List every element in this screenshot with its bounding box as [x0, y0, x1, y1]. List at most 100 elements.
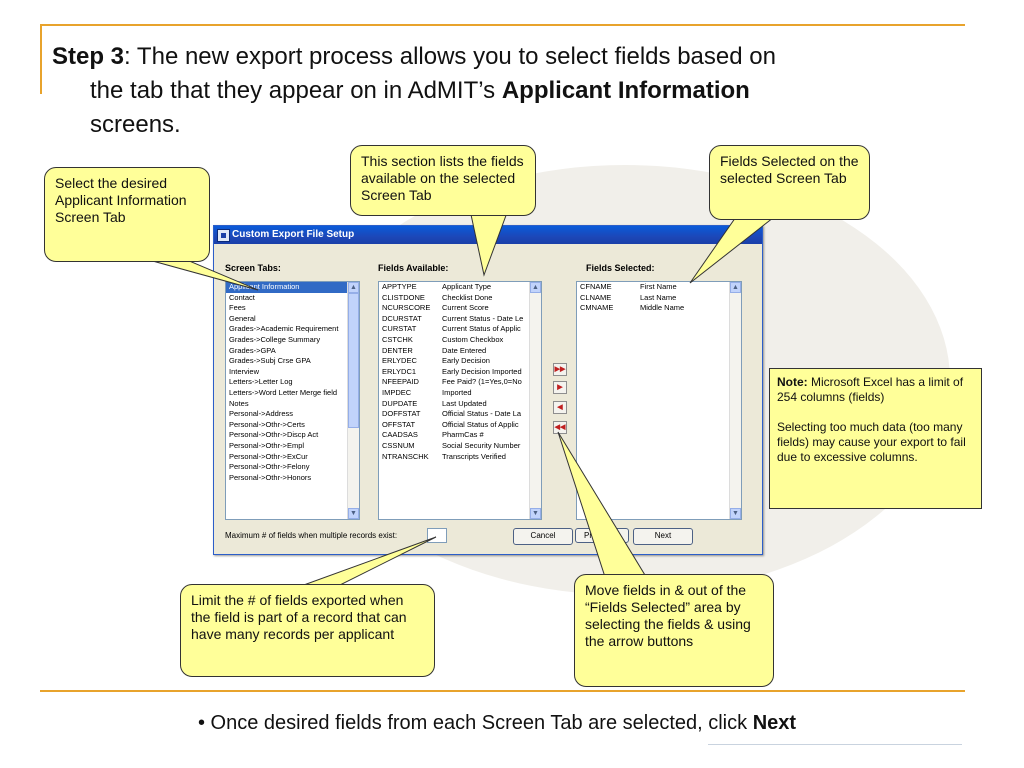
heading-line2: the tab that they appear on in AdMIT’s [90, 77, 502, 104]
list-item[interactable]: CMNAME Middle Name [577, 303, 741, 314]
note-box: Note: Microsoft Excel has a limit of 254… [769, 368, 982, 509]
list-item[interactable]: Notes [229, 398, 249, 408]
list-item[interactable]: Grades->Subj Crse GPA [229, 356, 311, 366]
add-one-button[interactable]: ▶ [553, 381, 567, 394]
field-code: ERLYDEC [382, 356, 417, 366]
field-code: CFNAME [580, 282, 612, 291]
field-code: IMPDEC [382, 387, 412, 397]
list-item[interactable]: Personal->Othr->Certs [229, 419, 305, 429]
field-code: CURSTAT [382, 324, 417, 334]
list-item[interactable]: DUPDATE Last Updated [379, 399, 541, 410]
field-code: NFEEPAID [382, 377, 419, 387]
field-code: DOFFSTAT [382, 409, 421, 419]
add-all-button[interactable]: ▶▶ [553, 363, 567, 376]
scroll-down-icon[interactable]: ▼ [348, 508, 359, 519]
list-item[interactable]: General [229, 313, 256, 323]
screen-tabs-scrollbar[interactable]: ▲ ▼ [347, 282, 359, 519]
field-code: NCURSCORE [382, 303, 431, 313]
list-item[interactable]: Personal->Othr->Empl [229, 440, 305, 450]
list-item[interactable]: Contact [229, 292, 255, 302]
fields-available-scrollbar[interactable]: ▲ ▼ [529, 282, 541, 519]
field-code: DCURSTAT [382, 313, 422, 323]
field-code: NTRANSCHK [382, 451, 429, 461]
field-code: APPTYPE [382, 282, 417, 291]
note-text: Microsoft Excel has a limit of 254 colum… [777, 375, 964, 404]
field-name: Social Security Number [442, 440, 521, 450]
field-name: Fee Paid? (1=Yes,0=No [442, 377, 522, 387]
bullet-text: • Once desired fields from each Screen T… [198, 712, 753, 734]
field-name: Imported [442, 387, 472, 397]
scroll-down-icon[interactable]: ▼ [530, 508, 541, 519]
note-text-2: Selecting too much data (too many fields… [777, 420, 966, 464]
bullet-instruction: • Once desired fields from each Screen T… [198, 712, 796, 735]
list-item[interactable]: Letters->Word Letter Merge field [229, 387, 338, 397]
scroll-up-icon[interactable]: ▲ [530, 282, 541, 293]
heading-bold: Applicant Information [501, 77, 750, 104]
callout-limit-fields: Limit the # of fields exported when the … [180, 584, 435, 677]
next-button[interactable]: Next [633, 528, 693, 545]
heading-line3: screens. [90, 111, 181, 138]
scroll-thumb[interactable] [348, 293, 359, 428]
list-item[interactable]: Personal->Othr->ExCur [229, 451, 308, 461]
list-item[interactable]: IMPDEC Imported [379, 388, 541, 399]
list-item[interactable]: Fees [229, 303, 246, 313]
list-item[interactable]: NCURSCORE Current Score [379, 303, 541, 314]
field-name: Middle Name [640, 303, 685, 313]
callout-fields-selected: Fields Selected on the selected Screen T… [709, 145, 870, 220]
field-name: Current Score [442, 303, 489, 313]
field-code: ERLYDC1 [382, 366, 417, 376]
field-code: CSTCHK [382, 334, 413, 344]
list-item[interactable]: NFEEPAID Fee Paid? (1=Yes,0=No [379, 377, 541, 388]
field-name: Current Status - Date Le [442, 313, 524, 323]
field-code: DUPDATE [382, 398, 418, 408]
field-code: CMNAME [580, 303, 614, 313]
previous-button[interactable]: Pr [575, 528, 629, 543]
scroll-down-icon[interactable]: ▼ [730, 508, 741, 519]
top-rule [40, 24, 965, 26]
step-label: Step 3 [52, 43, 125, 70]
list-item[interactable]: Grades->GPA [229, 345, 276, 355]
list-item[interactable]: Personal->Othr->Felony [229, 462, 310, 472]
list-item[interactable]: Applicant Information [226, 282, 359, 293]
fields-selected-scrollbar[interactable]: ▲ ▼ [729, 282, 741, 519]
max-fields-input[interactable] [427, 528, 447, 543]
slide-heading: Step 3: The new export process allows yo… [52, 40, 952, 142]
remove-all-button[interactable]: ◀◀ [553, 421, 567, 434]
list-item[interactable]: DCURSTAT Current Status - Date Le [379, 314, 541, 325]
list-item[interactable]: Letters->Letter Log [229, 377, 293, 387]
list-item[interactable]: Grades->College Summary [229, 334, 321, 344]
cancel-button[interactable]: Cancel [513, 528, 573, 545]
footer-underline [708, 744, 962, 745]
window-titlebar[interactable]: Custom Export File Setup [214, 226, 762, 244]
fields-available-label: Fields Available: [378, 263, 449, 273]
scroll-up-icon[interactable]: ▲ [348, 282, 359, 293]
app-icon [217, 229, 230, 242]
list-item[interactable]: ERLYDC1 Early Decision Imported [379, 367, 541, 378]
list-item[interactable]: Personal->Othr->Discp Act [229, 430, 319, 440]
field-name: Early Decision Imported [442, 366, 522, 376]
custom-export-window: Custom Export File Setup Screen Tabs: Fi… [213, 225, 763, 555]
field-name: Last Updated [442, 398, 487, 408]
list-item[interactable]: Personal->Othr->Honors [229, 472, 312, 482]
scroll-up-icon[interactable]: ▲ [730, 282, 741, 293]
remove-one-button[interactable]: ◀ [553, 401, 567, 414]
list-item[interactable]: Grades->Academic Requirement [229, 324, 339, 334]
list-item[interactable]: Personal->Address [229, 409, 293, 419]
list-item[interactable]: Interview [229, 366, 260, 376]
